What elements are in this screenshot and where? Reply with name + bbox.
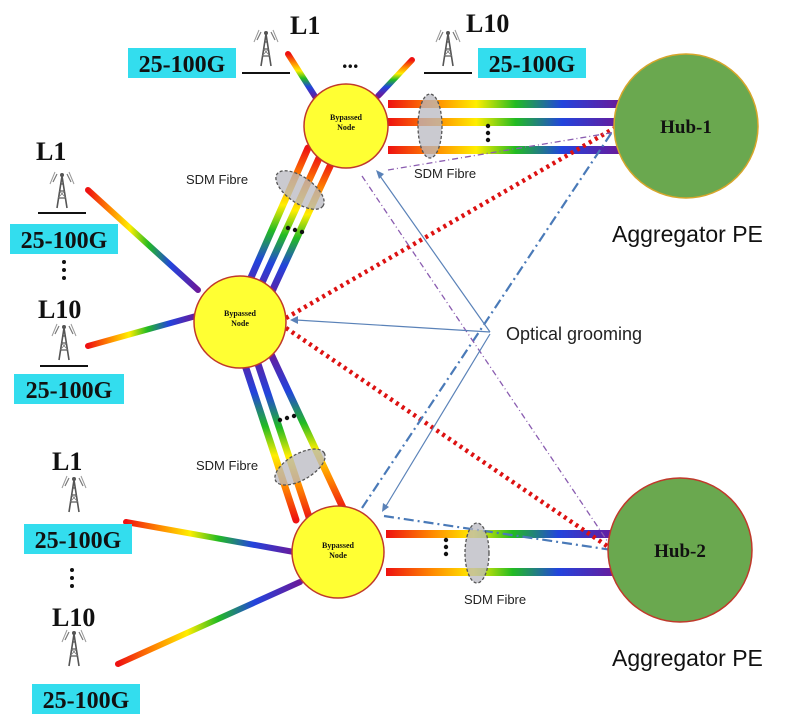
rate-badge-mid-l10	[14, 374, 124, 404]
hub-2-label: Hub-2	[654, 541, 706, 562]
cell-tower-icon	[253, 29, 279, 67]
red-dotted-mid-hub1	[284, 124, 620, 320]
optical-grooming-label: Optical grooming	[506, 324, 642, 344]
fibre-mid-bot-b	[250, 348, 314, 524]
cell-tower-icon	[61, 475, 87, 513]
site-top-l10: L10	[466, 9, 509, 38]
bypassed-node-mid[interactable]	[193, 275, 287, 369]
rate-badge-top-l1	[128, 48, 236, 78]
sdm-fibre-label-bottom: SDM Fibre	[464, 592, 526, 607]
sdm-ellipse-top	[417, 93, 443, 159]
rate-top-l10: 25-100G	[489, 52, 576, 78]
bypassed-node-mid-label-1: Bypassed	[224, 309, 257, 318]
bypassed-node-top-label-2: Node	[337, 123, 355, 132]
hub-1-label: Hub-1	[660, 117, 712, 138]
access-mid-l10	[85, 313, 199, 349]
rate-mid-l1: 25-100G	[21, 228, 108, 254]
logical-links	[284, 124, 620, 552]
site-mid-l10: L10	[38, 295, 81, 324]
rate-badge-bot-l10	[32, 684, 140, 714]
rate-bot-l1: 25-100G	[35, 528, 122, 554]
cell-tower-icon	[435, 29, 461, 67]
fibre-top-hub1-a	[388, 100, 620, 108]
rate-badge-top-l10	[478, 48, 586, 78]
access-top-l10	[375, 57, 415, 99]
sdm-fibre-label-lower: SDM Fibre	[196, 458, 258, 473]
hub-2[interactable]	[607, 477, 753, 623]
blue-dashdot-bot-hub2	[383, 514, 613, 552]
blue-dashdot-bot-hub1	[361, 131, 613, 509]
purple-dashdot-top-hub2	[361, 175, 613, 549]
aggregator-pe-bottom: Aggregator PE	[612, 645, 763, 671]
rate-badge-mid-l1	[10, 224, 118, 254]
rate-badge-bot-l1	[24, 524, 132, 554]
access-bot-l1	[123, 519, 297, 555]
bypassed-node-mid-label-2: Node	[231, 319, 249, 328]
fibre-mid-bot-c	[266, 348, 348, 514]
hub-1[interactable]	[613, 53, 759, 199]
cell-tower-icon	[61, 629, 87, 667]
grooming-arrows	[290, 170, 491, 512]
bypassed-node-top-label-1: Bypassed	[330, 113, 363, 122]
site-bot-l10: L10	[52, 603, 95, 632]
access-mid-l1	[85, 187, 201, 293]
red-dotted-mid-hub2	[284, 326, 612, 550]
rate-bot-l10: 25-100G	[43, 688, 130, 714]
sdm-bundles	[274, 93, 490, 584]
fibre-top-mid-a	[238, 144, 312, 302]
fibre-dots	[277, 123, 491, 557]
top-site-ellipsis: ...	[342, 48, 359, 73]
sdm-fibre-label-top: SDM Fibre	[414, 166, 476, 181]
rate-top-l1: 25-100G	[139, 52, 226, 78]
fibre-bot-hub2-a	[386, 530, 616, 538]
sdm-ellipse-upper	[275, 170, 325, 210]
bypassed-node-bottom-label-2: Node	[329, 551, 347, 560]
rate-mid-l10: 25-100G	[26, 378, 113, 404]
aggregator-pe-top: Aggregator PE	[612, 221, 763, 247]
access-top-l1	[285, 51, 319, 101]
cell-tower-icon	[49, 171, 75, 209]
sdm-ellipse-lower	[274, 448, 326, 486]
fibre-bot-hub2-b	[386, 568, 616, 576]
site-mid-l1: L1	[36, 137, 66, 166]
bypassed-node-top[interactable]	[303, 83, 389, 169]
access-bot-l10	[115, 579, 303, 667]
fibre-mid-bot-a	[236, 346, 300, 524]
bypassed-node-bottom[interactable]	[291, 505, 385, 599]
site-bot-l1: L1	[52, 447, 82, 476]
fibre-top-hub1-c	[388, 146, 620, 154]
bypassed-node-bottom-label-1: Bypassed	[322, 541, 355, 550]
fibre-links	[85, 51, 620, 667]
sdm-fibre-label-upper: SDM Fibre	[186, 172, 248, 187]
sdm-ellipse-bottom	[464, 522, 490, 584]
site-ellipsis	[62, 260, 74, 588]
cell-tower-icon	[51, 323, 77, 361]
site-top-l1: L1	[290, 11, 320, 40]
fibre-top-mid-c	[264, 158, 336, 304]
fibre-top-hub1-b	[388, 118, 620, 126]
